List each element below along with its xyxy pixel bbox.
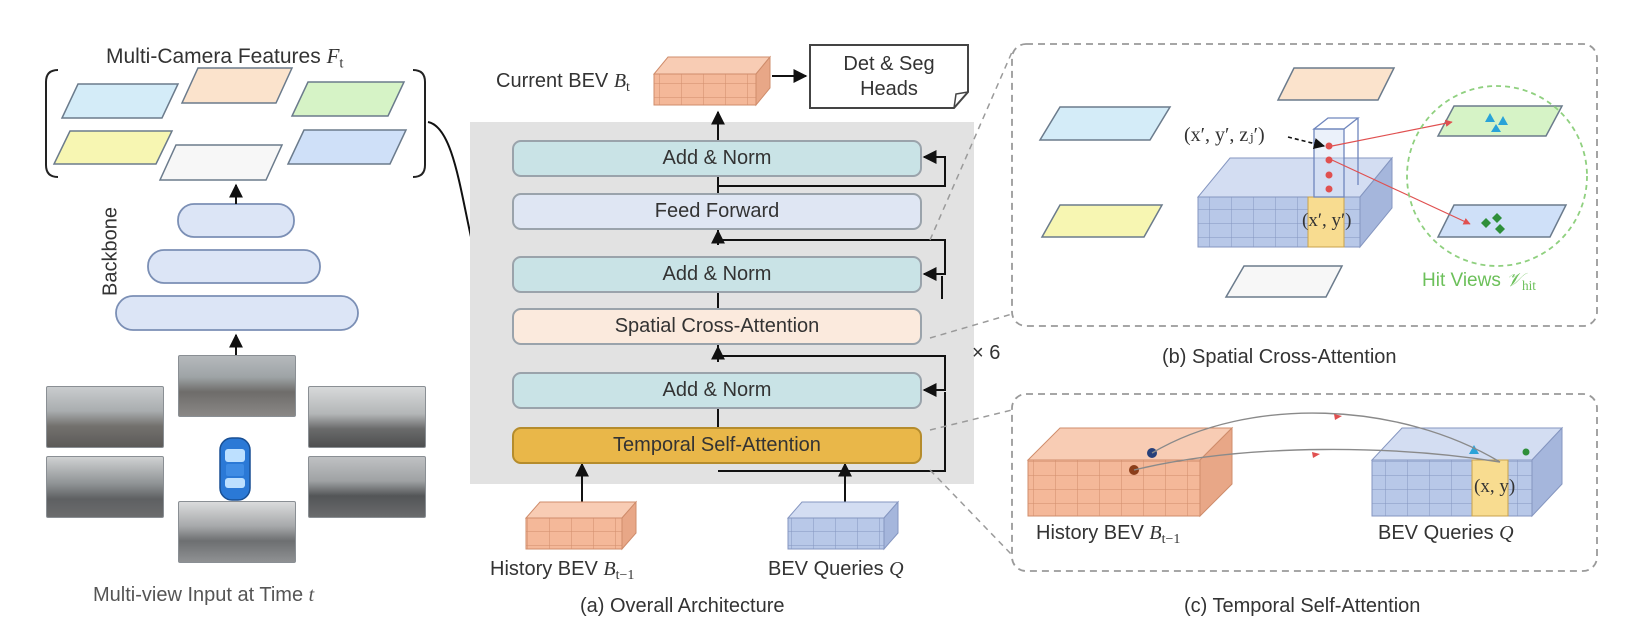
- camera-image-front-right: [308, 386, 426, 448]
- camera-image-back: [178, 501, 296, 563]
- time-symbol: t: [308, 584, 315, 606]
- current-bev-label: Current BEV Bt: [496, 70, 630, 96]
- camera-image-back-left: [46, 456, 164, 518]
- panel-c-frame: [1011, 393, 1598, 572]
- backbone-layers: [115, 203, 359, 331]
- camera-image-front: [178, 355, 296, 417]
- hit-views-circle: [1406, 85, 1588, 267]
- features-title: Multi-Camera Features Ft: [106, 44, 344, 72]
- add-norm-block-1: Add & Norm: [512, 140, 922, 177]
- caption-b: (b) Spatial Cross-Attention: [1162, 346, 1397, 368]
- bracket-right: [412, 69, 426, 178]
- features-title-text: Multi-Camera Features: [106, 45, 321, 68]
- history-bev-label-c: History BEV Bt−1: [1036, 522, 1181, 548]
- history-bev-label: History BEV Bt−1: [490, 558, 635, 584]
- camera-planes-b: [1038, 67, 1568, 298]
- add-norm-block-2: Add & Norm: [512, 256, 922, 293]
- coord-3d-label: (x′, y′, zⱼ′): [1184, 124, 1265, 146]
- camera-image-front-left: [46, 386, 164, 448]
- repeat-label: × 6: [972, 342, 1001, 364]
- backbone-label: Backbone: [99, 207, 122, 296]
- encoder-stack-bg: [470, 122, 974, 484]
- history-bev-grid-c: [1026, 426, 1234, 518]
- bracket-left: [45, 69, 59, 178]
- feed-forward-block: Feed Forward: [512, 193, 922, 230]
- queries-cube: [786, 500, 900, 551]
- heads-label: Det & Seg Heads: [843, 53, 935, 100]
- panel-b-frame: [1011, 43, 1598, 327]
- car-icon: [219, 437, 251, 501]
- history-bev-cube: [524, 500, 638, 551]
- feature-planes: [52, 67, 408, 181]
- features-symbol: Ft: [326, 44, 344, 72]
- heads-box: [809, 44, 969, 109]
- spatial-cross-attention-block: Spatial Cross-Attention: [512, 308, 922, 345]
- coord-2d-label: (x′, y′): [1302, 210, 1352, 231]
- caption-a: (a) Overall Architecture: [580, 595, 785, 617]
- bev-queries-label: BEV Queries Q: [768, 558, 904, 580]
- add-norm-block-3: Add & Norm: [512, 372, 922, 409]
- hit-views-label: Hit Views 𝒱hit: [1422, 270, 1536, 293]
- queries-grid-c: [1370, 426, 1564, 518]
- input-caption: Multi-view Input at Time t: [93, 584, 315, 606]
- coord-xy-label: (x, y): [1474, 476, 1516, 497]
- camera-image-back-right: [308, 456, 426, 518]
- temporal-self-attention-block: Temporal Self-Attention: [512, 427, 922, 464]
- current-bev-cube: [652, 55, 772, 107]
- bev-queries-label-c: BEV Queries Q: [1378, 522, 1514, 544]
- caption-c: (c) Temporal Self-Attention: [1184, 595, 1421, 617]
